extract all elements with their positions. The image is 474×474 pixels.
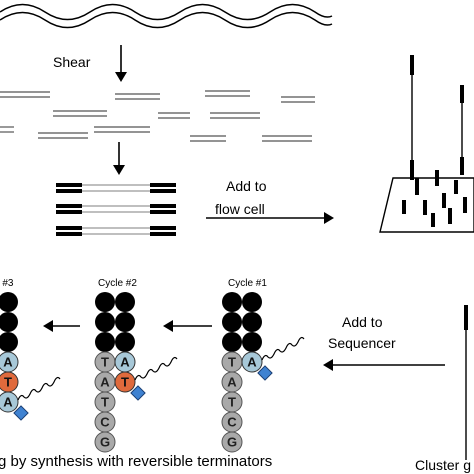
- add-sequencer-label-1: Add to: [342, 314, 383, 330]
- genomic-dna: [0, 3, 333, 29]
- sheared-fragments: [0, 90, 315, 142]
- template-bead: [242, 312, 262, 332]
- template-bead: [222, 312, 242, 332]
- template-base-letter: T: [228, 395, 236, 410]
- incorporated-base-letter: A: [120, 355, 130, 370]
- template-bead: [115, 312, 135, 332]
- shear-arrow: [115, 45, 127, 82]
- add-flow-cell-label-1: Add to: [226, 178, 267, 194]
- template-bead: [242, 332, 262, 352]
- reversible-terminator: [257, 365, 273, 381]
- template-base-letter: T: [228, 355, 236, 370]
- fluorophore-linker: [261, 336, 305, 361]
- template-bead: [222, 332, 242, 352]
- incorporated-base-letter: A: [3, 395, 13, 410]
- template-base-bead: [221, 431, 243, 453]
- template-bead: [242, 292, 262, 312]
- incorporated-base-bead: [0, 391, 19, 413]
- template-base-letter: A: [227, 375, 237, 390]
- cycle-label: Cycle #2: [98, 278, 137, 289]
- template-bead: [95, 312, 115, 332]
- template-base-letter: C: [100, 415, 110, 430]
- template-base-bead: [94, 431, 116, 453]
- incorporated-base-letter: T: [121, 375, 129, 390]
- template-base-letter: G: [100, 435, 110, 450]
- template-bead: [0, 292, 18, 312]
- adapter-ligated-fragments: [56, 183, 176, 236]
- fluorophore-linker: [134, 356, 178, 381]
- incorporated-base-letter: T: [4, 375, 12, 390]
- cycle-arrow-2: [43, 320, 80, 332]
- incorporated-base-bead: [114, 371, 136, 393]
- template-bead: [115, 292, 135, 312]
- cycle-label: e #3: [0, 278, 14, 289]
- template-base-letter: G: [227, 435, 237, 450]
- template-bead: [222, 292, 242, 312]
- flow-cell: [379, 55, 474, 233]
- fluorophore-linker: [17, 376, 61, 401]
- shear-label: Shear: [53, 54, 91, 70]
- add-flow-cell-arrow: [206, 212, 334, 224]
- incorporated-base-bead: [241, 351, 263, 373]
- bottom-caption: g by synthesis with reversible terminato…: [0, 453, 272, 470]
- add-sequencer-label-2: Sequencer: [328, 335, 396, 351]
- cluster-label: Cluster g: [415, 457, 471, 473]
- template-bead: [95, 332, 115, 352]
- ligation-arrow: [113, 142, 125, 175]
- add-sequencer-arrow: [323, 359, 445, 371]
- template-base-letter: T: [101, 355, 109, 370]
- template-base-letter: T: [101, 395, 109, 410]
- incorporated-base-letter: A: [3, 355, 13, 370]
- incorporated-base-letter: A: [247, 355, 257, 370]
- template-bead: [0, 312, 18, 332]
- template-bead: [0, 332, 18, 352]
- template-base-letter: C: [227, 415, 237, 430]
- reversible-terminator: [130, 385, 146, 401]
- template-base-letter: A: [100, 375, 110, 390]
- cycle-3: e #3TATCGATA: [0, 278, 61, 421]
- reversible-terminator: [13, 405, 29, 421]
- cycle-label: Cycle #1: [228, 278, 267, 289]
- template-bead: [95, 292, 115, 312]
- add-flow-cell-label-2: flow cell: [215, 201, 265, 217]
- template-bead: [115, 332, 135, 352]
- cycle-arrow-1: [163, 320, 212, 332]
